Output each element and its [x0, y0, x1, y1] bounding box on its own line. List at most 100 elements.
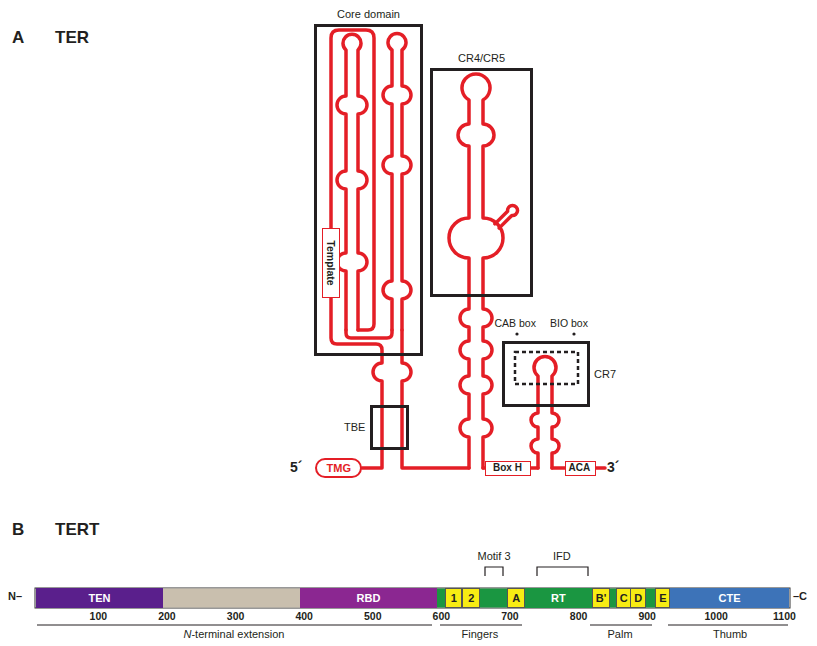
node-text: B'	[596, 592, 607, 605]
figure-label: BIO box	[550, 317, 588, 329]
label-text: 100	[90, 610, 108, 622]
node-text: Core domain	[337, 8, 400, 21]
protein-domain: CTE	[670, 588, 789, 608]
bracket	[537, 567, 588, 576]
rna-strand	[531, 357, 559, 468]
label-text: CAB box	[495, 317, 536, 329]
label-text: N-terminal extension	[184, 628, 285, 641]
node-text: CR7	[594, 368, 616, 381]
dashed-box	[515, 352, 578, 384]
region-label: Thumb	[713, 628, 747, 641]
region-underline	[37, 625, 432, 626]
label-text: 400	[295, 610, 313, 622]
label-text: 600	[433, 610, 451, 622]
label-text: 500	[364, 610, 382, 622]
figure-label: TERT	[55, 520, 99, 540]
label-text: 200	[158, 610, 176, 622]
domain-box: CR4/CR5	[430, 68, 533, 297]
label-text: –C	[793, 590, 807, 603]
node-text: E	[659, 592, 666, 605]
node-text: TMG	[327, 462, 351, 475]
node-text: Box H	[493, 462, 522, 474]
node-text: C	[620, 592, 628, 605]
motif-box: Box H	[485, 461, 531, 476]
label-text: TER	[55, 28, 89, 48]
axis-number: 1000	[705, 610, 728, 622]
node-text: A	[512, 592, 520, 605]
axis-number: 500	[364, 610, 382, 622]
axis-number: 700	[501, 610, 519, 622]
leader-dot	[515, 332, 518, 335]
figure-label: CAB box	[495, 317, 536, 329]
region-label: Fingers	[462, 628, 499, 641]
rna-strand	[337, 34, 367, 330]
axis-number: 200	[158, 610, 176, 622]
label-text: A	[12, 28, 24, 48]
axis-number: 300	[227, 610, 245, 622]
label-text: 300	[227, 610, 245, 622]
protein-domain: RBD	[300, 588, 437, 608]
region-underline	[590, 625, 652, 626]
figure-label: B	[12, 520, 24, 540]
node-text: ACA	[569, 462, 591, 474]
figure-label: –C	[793, 590, 807, 603]
label-text: Palm	[608, 628, 633, 641]
label-text: N–	[8, 590, 22, 603]
protein-bar	[35, 588, 790, 608]
node-text: CR4/CR5	[458, 52, 505, 65]
protein-domain: C	[616, 588, 632, 608]
rna-strand	[449, 74, 503, 468]
node-text: TEN	[89, 592, 111, 605]
rna-strand	[383, 34, 411, 330]
figure-label: Motif 3	[478, 550, 511, 563]
node-text: RT	[551, 592, 566, 605]
leader-dot	[572, 332, 575, 335]
protein-domain: E	[655, 588, 670, 608]
figure-label: A	[12, 28, 24, 48]
protein-domain: B'	[592, 588, 611, 608]
node-text: Template	[325, 240, 337, 285]
figure-label: N–	[8, 590, 22, 603]
node-text: CTE	[719, 592, 741, 605]
label-text: TERT	[55, 520, 99, 540]
label-text: 900	[638, 610, 656, 622]
axis-number: 800	[570, 610, 588, 622]
node-text: 1	[451, 592, 457, 605]
axis-number: 900	[638, 610, 656, 622]
rt-region	[437, 589, 670, 608]
figure-label: TER	[55, 28, 89, 48]
protein-domain: 1	[445, 588, 462, 608]
domain-box: CR7	[502, 341, 590, 407]
label-text: Thumb	[713, 628, 747, 641]
motif-box: ACA	[565, 461, 596, 476]
label-text: 1100	[773, 610, 796, 622]
rna-strand	[346, 330, 392, 338]
label-text: 5´	[290, 459, 302, 475]
element-box: TBE	[370, 405, 409, 450]
label-text: B	[12, 520, 24, 540]
axis-number: 100	[90, 610, 108, 622]
protein-domain: 2	[462, 588, 480, 608]
axis-number: 400	[295, 610, 313, 622]
label-text: BIO box	[550, 317, 588, 329]
node-text: D	[634, 592, 642, 605]
label-text: 800	[570, 610, 588, 622]
cap-box: TMG	[315, 458, 362, 478]
region-underline	[668, 625, 788, 626]
label-text: Motif 3	[478, 550, 511, 563]
figure-label: IFD	[553, 550, 571, 563]
bracket	[485, 567, 503, 576]
rna-strand	[493, 203, 519, 229]
region-label: N-terminal extension	[184, 628, 285, 641]
figure-label: 3´	[607, 459, 619, 475]
label-text: Fingers	[462, 628, 499, 641]
protein-domain: TEN	[36, 588, 163, 608]
axis-number: 1100	[773, 610, 796, 622]
template-box: Template	[322, 228, 340, 298]
domain-box: Core domainTemplate	[314, 24, 423, 356]
node-text: 2	[468, 592, 474, 605]
axis-number: 600	[433, 610, 451, 622]
